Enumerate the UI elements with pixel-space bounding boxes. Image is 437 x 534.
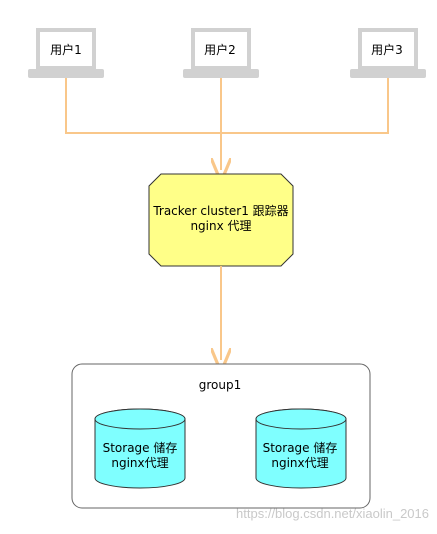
storage-2-label-line2: nginx代理 xyxy=(271,456,329,470)
laptop-3-label: 用户3 xyxy=(371,43,403,57)
laptop-2-label: 用户2 xyxy=(204,43,236,57)
storage-1-label-line2: nginx代理 xyxy=(111,456,169,470)
watermark: https://blog.csdn.net/xiaolin_2016 xyxy=(236,506,429,521)
laptop-2-screen xyxy=(191,28,251,70)
connector-laptop-1 xyxy=(65,78,221,134)
laptop-2-base xyxy=(183,69,259,78)
group-label: group1 xyxy=(198,378,242,392)
tracker-node xyxy=(148,173,294,267)
storage-1-label: Storage 储存 nginx代理 xyxy=(92,441,188,471)
laptop-3 xyxy=(350,28,426,78)
storage-1 xyxy=(94,408,186,489)
laptop-connectors xyxy=(65,78,389,170)
laptop-1-screen xyxy=(36,28,96,70)
storage-2 xyxy=(255,408,347,489)
storage-1-label-line1: Storage 储存 xyxy=(102,441,178,455)
laptop-1-base xyxy=(28,69,104,78)
storage-2-label-line1: Storage 储存 xyxy=(262,441,338,455)
storage-2-label: Storage 储存 nginx代理 xyxy=(252,441,348,471)
laptop-1-label: 用户1 xyxy=(50,43,82,57)
tracker-label: Tracker cluster1 跟踪器 nginx 代理 xyxy=(148,204,294,234)
laptop-3-screen xyxy=(358,28,418,70)
laptop-1 xyxy=(28,28,104,78)
laptop-3-base xyxy=(350,69,426,78)
storage-1-top xyxy=(94,408,186,430)
laptop-2 xyxy=(183,28,259,78)
tracker-label-line2: nginx 代理 xyxy=(190,219,252,233)
connector-laptop-3 xyxy=(221,78,389,134)
tracker-label-line1: Tracker cluster1 跟踪器 xyxy=(153,204,289,218)
storage-2-top xyxy=(255,408,347,430)
